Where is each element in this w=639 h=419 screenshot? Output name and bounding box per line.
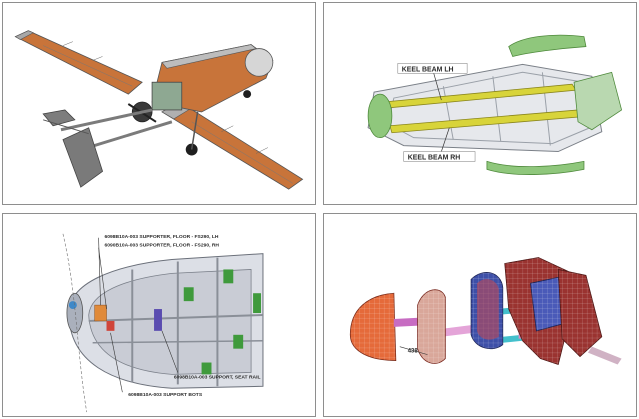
- dimension-label: 438: [408, 349, 419, 355]
- green-support-3: [233, 334, 244, 349]
- upper-green-rib: [508, 34, 587, 57]
- fuselage-frame: [367, 63, 603, 153]
- keel-beam-frame-render: KEEL BEAM LH KEEL BEAM RH: [367, 34, 623, 175]
- panel-uav-isometric: [2, 2, 316, 205]
- vertical-tail: [62, 127, 104, 188]
- panel-floor-supports: 6098B10A-003 SUPPORTER, FLOOR - FS290, L…: [2, 213, 316, 417]
- green-support-4: [201, 362, 212, 375]
- purple-support: [154, 309, 162, 331]
- panel-keel-beams: KEEL BEAM LH KEEL BEAM RH: [323, 2, 637, 205]
- floor-supports-render: 6098B10A-003 SUPPORTER, FLOOR - FS290, L…: [62, 233, 264, 413]
- floor-lh-label: 6098B10A-003 SUPPORTER, FLOOR - FS290, L…: [105, 234, 219, 240]
- nose-ring: [66, 292, 84, 334]
- left-wing: [14, 30, 143, 95]
- uav-isometric-render: [14, 30, 304, 190]
- aft-stub: [587, 346, 622, 365]
- nose-wheel: [243, 90, 252, 99]
- orange-part: [94, 304, 107, 322]
- right-wing: [161, 101, 304, 190]
- support-bots-label: 6098B10A-003 SUPPORT BOTS: [128, 392, 203, 398]
- front-green-bulkhead: [367, 93, 393, 139]
- nose-dome: [244, 48, 274, 77]
- horizontal-stabilizer: [42, 109, 76, 127]
- aft-green-frame: [573, 71, 623, 131]
- longeron-2: [441, 324, 474, 337]
- seat-rail-label: 6098B10A-003 SUPPORT, SEAT RAIL: [174, 374, 261, 380]
- green-support-5: [253, 293, 261, 314]
- fea-mesh-render: 438: [349, 257, 622, 366]
- keel-beam-lh-label: KEEL BEAM LH: [402, 66, 454, 73]
- lower-green-rib: [486, 160, 585, 175]
- red-part: [106, 320, 115, 331]
- keel-beam-rh-label: KEEL BEAM RH: [408, 154, 461, 161]
- engine-mount: [151, 81, 183, 111]
- green-support-1: [183, 287, 194, 302]
- panel-fea-mesh: 438: [323, 213, 637, 417]
- blue-fitting: [68, 301, 77, 310]
- tail-boom-upper: [60, 108, 153, 132]
- green-support-2: [223, 269, 234, 284]
- floor-rh-label: 6090B10A-003 SUPPORTER, FLOOR - FS290, R…: [105, 243, 220, 249]
